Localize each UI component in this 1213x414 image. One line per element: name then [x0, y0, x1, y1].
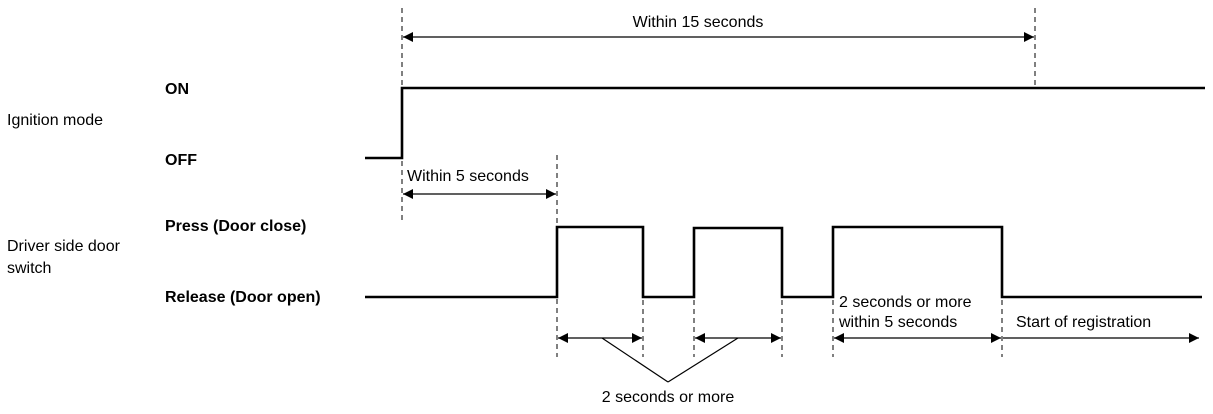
ignition-mode-label: Ignition mode [7, 112, 103, 129]
door-switch-label-line2: switch [7, 260, 51, 277]
third-press-label-line2: within 5 seconds [838, 314, 957, 331]
two-seconds-or-more-label: 2 seconds or more [602, 389, 735, 406]
ignition-off-label: OFF [165, 152, 197, 169]
door-switch-label-line1: Driver side door [7, 238, 121, 255]
within-5-seconds-label: Within 5 seconds [407, 168, 529, 185]
ignition-on-label: ON [165, 81, 189, 98]
door-release-label: Release (Door open) [165, 289, 321, 306]
door-switch-waveform [365, 225, 1202, 299]
within-15-seconds-label: Within 15 seconds [633, 14, 764, 31]
leader-line-first [601, 337, 669, 383]
start-registration-label: Start of registration [1016, 314, 1151, 331]
ignition-waveform [365, 86, 1205, 160]
leader-line-second [667, 337, 739, 383]
third-press-label-line1: 2 seconds or more [839, 294, 972, 311]
door-press-label: Press (Door close) [165, 218, 306, 235]
